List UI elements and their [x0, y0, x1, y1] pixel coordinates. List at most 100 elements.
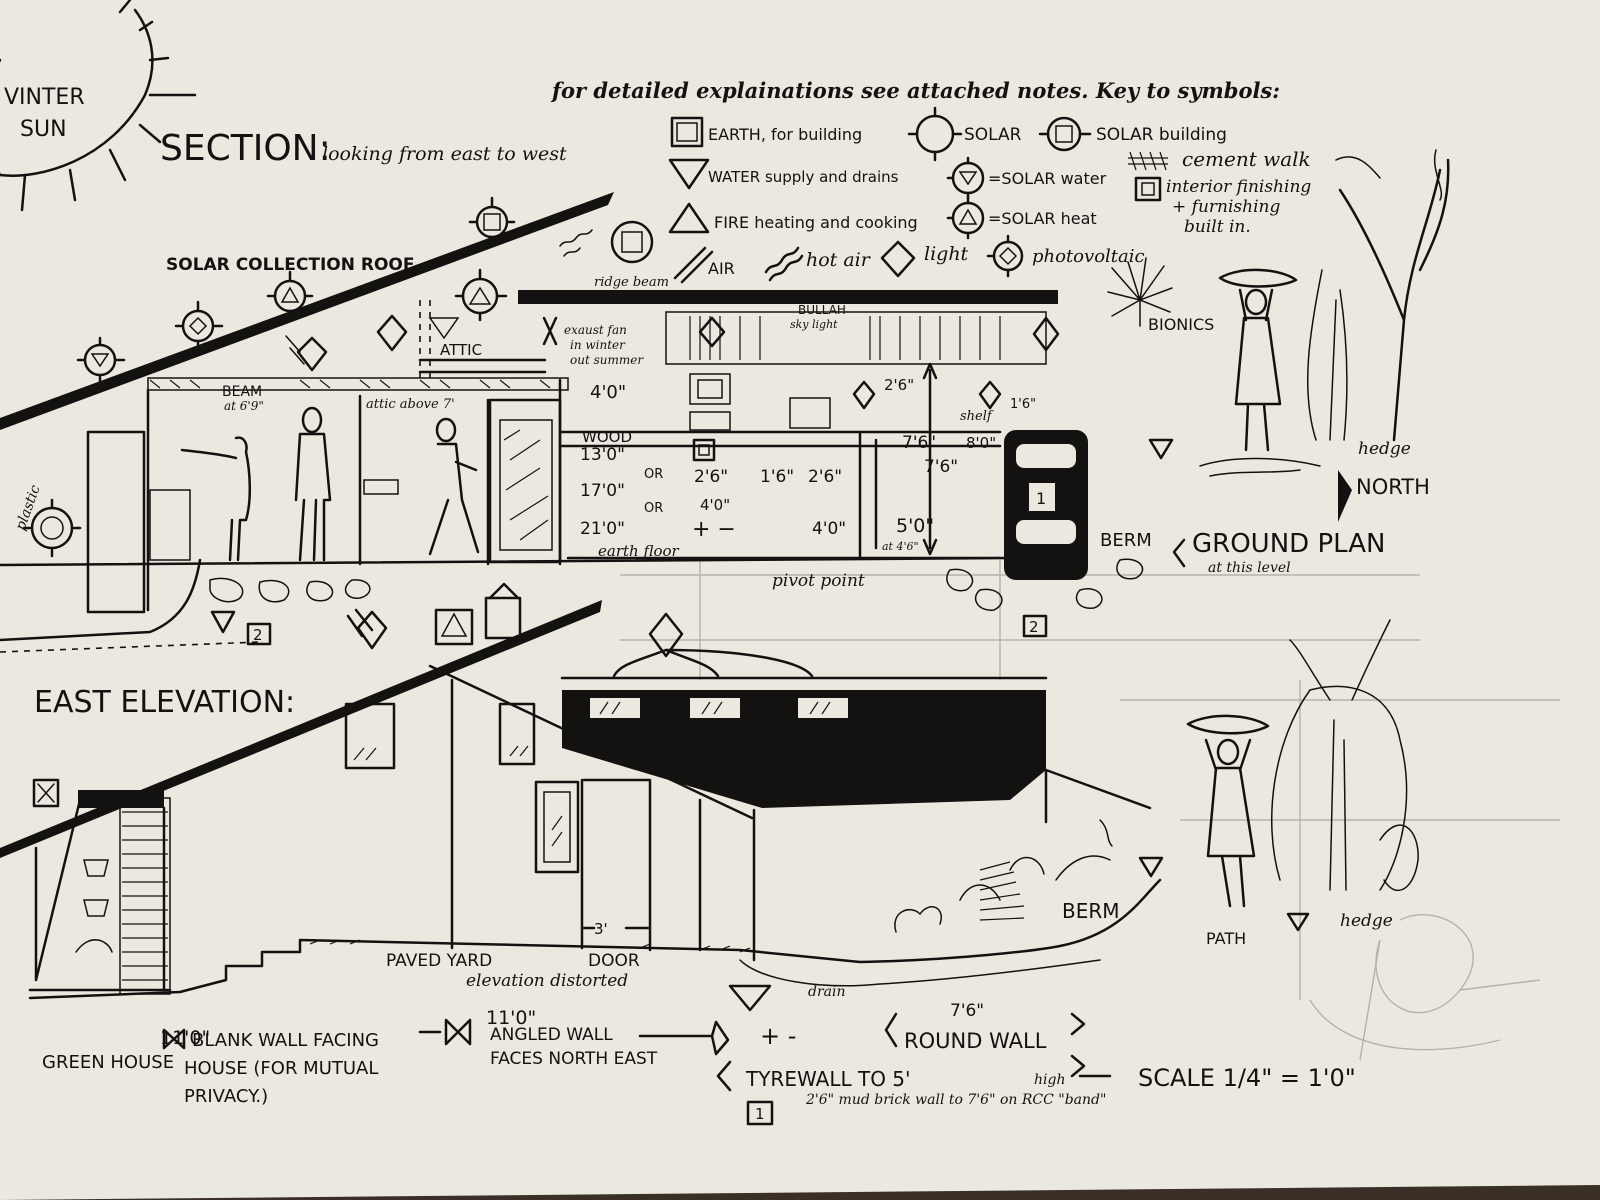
attic-symbols [418, 317, 547, 374]
key-header: for detailed explainations see attached … [550, 78, 1280, 103]
exhaust-label-1: exaust fan [564, 323, 627, 337]
berm-label-elevation: BERM [1062, 899, 1120, 923]
elevation-dark-wall [562, 690, 1046, 808]
blank-wall-line3: PRIVACY.) [184, 1086, 268, 1107]
key-hotair-label: hot air [806, 249, 872, 271]
ground-plan-arrow [1172, 538, 1186, 568]
tyre-wall-number: 1 [1036, 489, 1046, 508]
chimney-light-symbol [356, 610, 388, 650]
angled-wall-bowtie-icon [418, 1018, 472, 1046]
angled-wall-arrow [638, 1020, 730, 1056]
key-solar-heat-icon [946, 196, 985, 240]
key-photovoltaic-icon [986, 234, 1024, 278]
chimney-air-symbol [346, 608, 374, 638]
key-air-icon [673, 246, 714, 284]
woman-carrying-basket-bottom [1186, 714, 1270, 908]
round-wall-label: ROUND WALL [904, 1029, 1047, 1053]
bionics-plant-icon [1107, 257, 1173, 327]
key-water-label: WATER supply and drains [708, 168, 899, 186]
blank-wall-line1: BLANK WALL FACING [192, 1030, 379, 1051]
key-hotair-icon [764, 246, 804, 282]
mud-brick-label: 2'6" mud brick wall to 7'6" on RCC "band… [805, 1092, 1106, 1108]
earth-floor-label: earth floor [598, 542, 680, 560]
level-marker-boxes [210, 438, 1174, 646]
key-light-icon [880, 240, 916, 278]
tyre-wall-high: high [1034, 1072, 1065, 1088]
angled-wall-line2: FACES NORTH EAST [490, 1049, 658, 1069]
key-furnishing-label: + furnishing [1172, 197, 1280, 217]
elevation-level-box [746, 1100, 774, 1126]
berm-landscaping [894, 819, 1113, 933]
paved-yard-label: PAVED YARD [386, 951, 492, 971]
chimneys [344, 582, 536, 770]
key-interior-finishing-label: interior finishing [1166, 177, 1311, 197]
key-solar-water-label: =SOLAR water [988, 169, 1107, 188]
berm-water-icon [1138, 856, 1164, 878]
solar-collection-roof [0, 192, 614, 430]
dim-13ft: 13'0" [580, 445, 625, 465]
blank-wall-bowtie-icon [162, 1028, 186, 1050]
dim-1ft6-top: 1'6" [1010, 397, 1036, 412]
bionics-label: BIONICS [1148, 315, 1214, 334]
ridge-beam-label: ridge beam [594, 275, 669, 290]
dim-7ft6-right: 7'6" [924, 457, 958, 477]
key-solar-label: SOLAR [964, 125, 1022, 145]
tyre-wall-arrows [716, 1060, 1112, 1092]
pivot-point-label: pivot point [772, 571, 865, 591]
dim-at-4ft6: at 4'6" [882, 540, 919, 553]
roof-solar-symbols [76, 196, 654, 384]
attic-above-label: attic above 7' [366, 397, 455, 412]
bullah-label: BULLAH [798, 303, 846, 317]
plus-minus-section: + − [692, 517, 736, 542]
elevation-light-symbol [648, 612, 684, 658]
beam-band [147, 377, 569, 391]
exhaust-label-2: in winter [570, 338, 626, 352]
interior-furnishing [149, 373, 1002, 561]
berm-label-section: BERM [1100, 530, 1152, 551]
trees-bottom [1271, 619, 1419, 892]
key-solar-heat-label: =SOLAR heat [988, 209, 1097, 228]
exhaust-label-3: out summer [570, 353, 644, 367]
key-light-label: light [924, 243, 969, 265]
round-wall-dim: 7'6" [950, 1001, 984, 1021]
elevation-plus-minus: + - [760, 1022, 796, 1050]
bullah-storage-band [665, 311, 1060, 365]
dim-7ft6: 7'6" [902, 433, 936, 453]
path-label: PATH [1206, 929, 1246, 948]
scale-label: SCALE 1/4" = 1'0" [1138, 1064, 1356, 1092]
ground-plan-label: GROUND PLAN [1192, 529, 1385, 559]
door-width-label: 3' [594, 920, 608, 938]
sun-label-line2: SUN [20, 117, 67, 142]
key-fire-label: FIRE heating and cooking [714, 213, 918, 232]
elevation-ground [28, 878, 1162, 1000]
key-solar-icon [907, 106, 963, 162]
or-label-2: OR [644, 501, 663, 516]
dim-2ft6-a: 2'6" [694, 467, 728, 487]
key-built-in-label: built in. [1184, 217, 1251, 237]
attic-label: ATTIC [440, 341, 482, 359]
east-elevation-title: EAST ELEVATION: [34, 685, 295, 720]
key-solar-building-icon [1038, 116, 1092, 152]
dim-4ft: 4'0" [590, 382, 626, 403]
door-label: DOOR [588, 951, 640, 971]
ridge-beam [518, 290, 1058, 304]
dim-4ft-low: 4'0" [812, 519, 846, 539]
level-box-1: 2 [253, 626, 263, 644]
elevation-walls [162, 678, 1152, 992]
attic-dash-lines [419, 300, 431, 380]
angled-wall-dim: 11'0" [486, 1007, 536, 1029]
elevation-clerestory-windows [590, 698, 848, 718]
elevation-distorted-label: elevation distorted [466, 971, 628, 991]
key-photovoltaic-label: photovoltaic [1032, 246, 1145, 267]
shelf-label: shelf [960, 409, 994, 424]
beam-hatch [149, 379, 551, 389]
skylight-label: sky light [790, 318, 838, 331]
path-water-icon [1286, 912, 1310, 932]
dim-2ft6-top: 2'6" [884, 376, 914, 394]
dim-17ft: 17'0" [580, 481, 625, 501]
key-water-icon [668, 158, 710, 190]
elevation-level-number: 1 [755, 1105, 765, 1123]
angled-wall-line1: ANGLED WALL [490, 1025, 613, 1045]
wood-label: WOOD [582, 428, 632, 446]
beam-height-label: at 6'9" [224, 399, 264, 413]
